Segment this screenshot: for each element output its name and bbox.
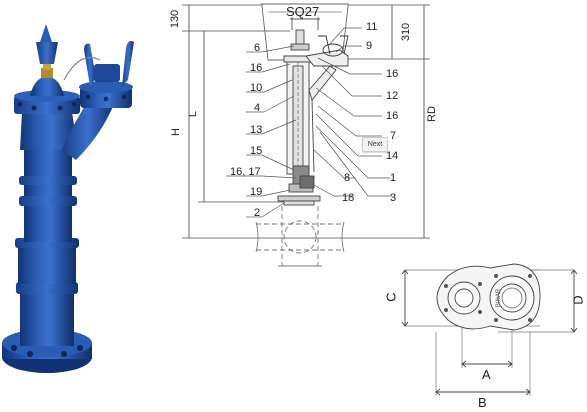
part-number-16-right-a: 16 [386, 68, 399, 80]
part-number-16: 16 [250, 62, 263, 74]
part-number-15: 15 [250, 145, 263, 157]
head-height-label: 310 [400, 22, 413, 42]
part-number-13: 13 [250, 124, 263, 136]
part-number-19: 19 [250, 186, 263, 198]
part-number-12: 12 [386, 90, 399, 102]
a-dimension-label: A [482, 367, 491, 382]
plan-view [401, 263, 578, 396]
part-number-4: 4 [254, 102, 261, 114]
part-number-3: 3 [390, 192, 397, 204]
b-dimension-label: B [478, 395, 487, 410]
hydrant-photo [2, 24, 134, 373]
rd-dimension-label: RD [425, 106, 438, 122]
part-number-11: 11 [366, 21, 378, 33]
c-dimension-label: C [383, 292, 399, 302]
plate-text: BINAR [496, 288, 503, 308]
part-number-16-17: 16, 17 [230, 166, 261, 178]
part-number-10: 10 [250, 82, 263, 94]
part-number-1: 1 [390, 172, 397, 184]
part-number-9: 9 [366, 40, 373, 52]
d-dimension-label: D [570, 295, 586, 305]
next-button[interactable]: Next [362, 137, 388, 152]
h-dimension-label: H [169, 128, 182, 136]
l-dimension-label: L [187, 110, 200, 118]
sq27-label: SQ27 [286, 4, 320, 19]
part-number-16-right-b: 16 [386, 110, 399, 122]
part-number-6: 6 [254, 42, 261, 54]
top-gap-label: 130 [169, 9, 182, 29]
part-number-2: 2 [254, 207, 261, 219]
part-number-7: 7 [390, 130, 397, 142]
part-number-8: 8 [344, 172, 351, 184]
part-number-14: 14 [386, 150, 399, 162]
part-number-18: 18 [342, 192, 355, 204]
section-drawing [182, 3, 430, 267]
